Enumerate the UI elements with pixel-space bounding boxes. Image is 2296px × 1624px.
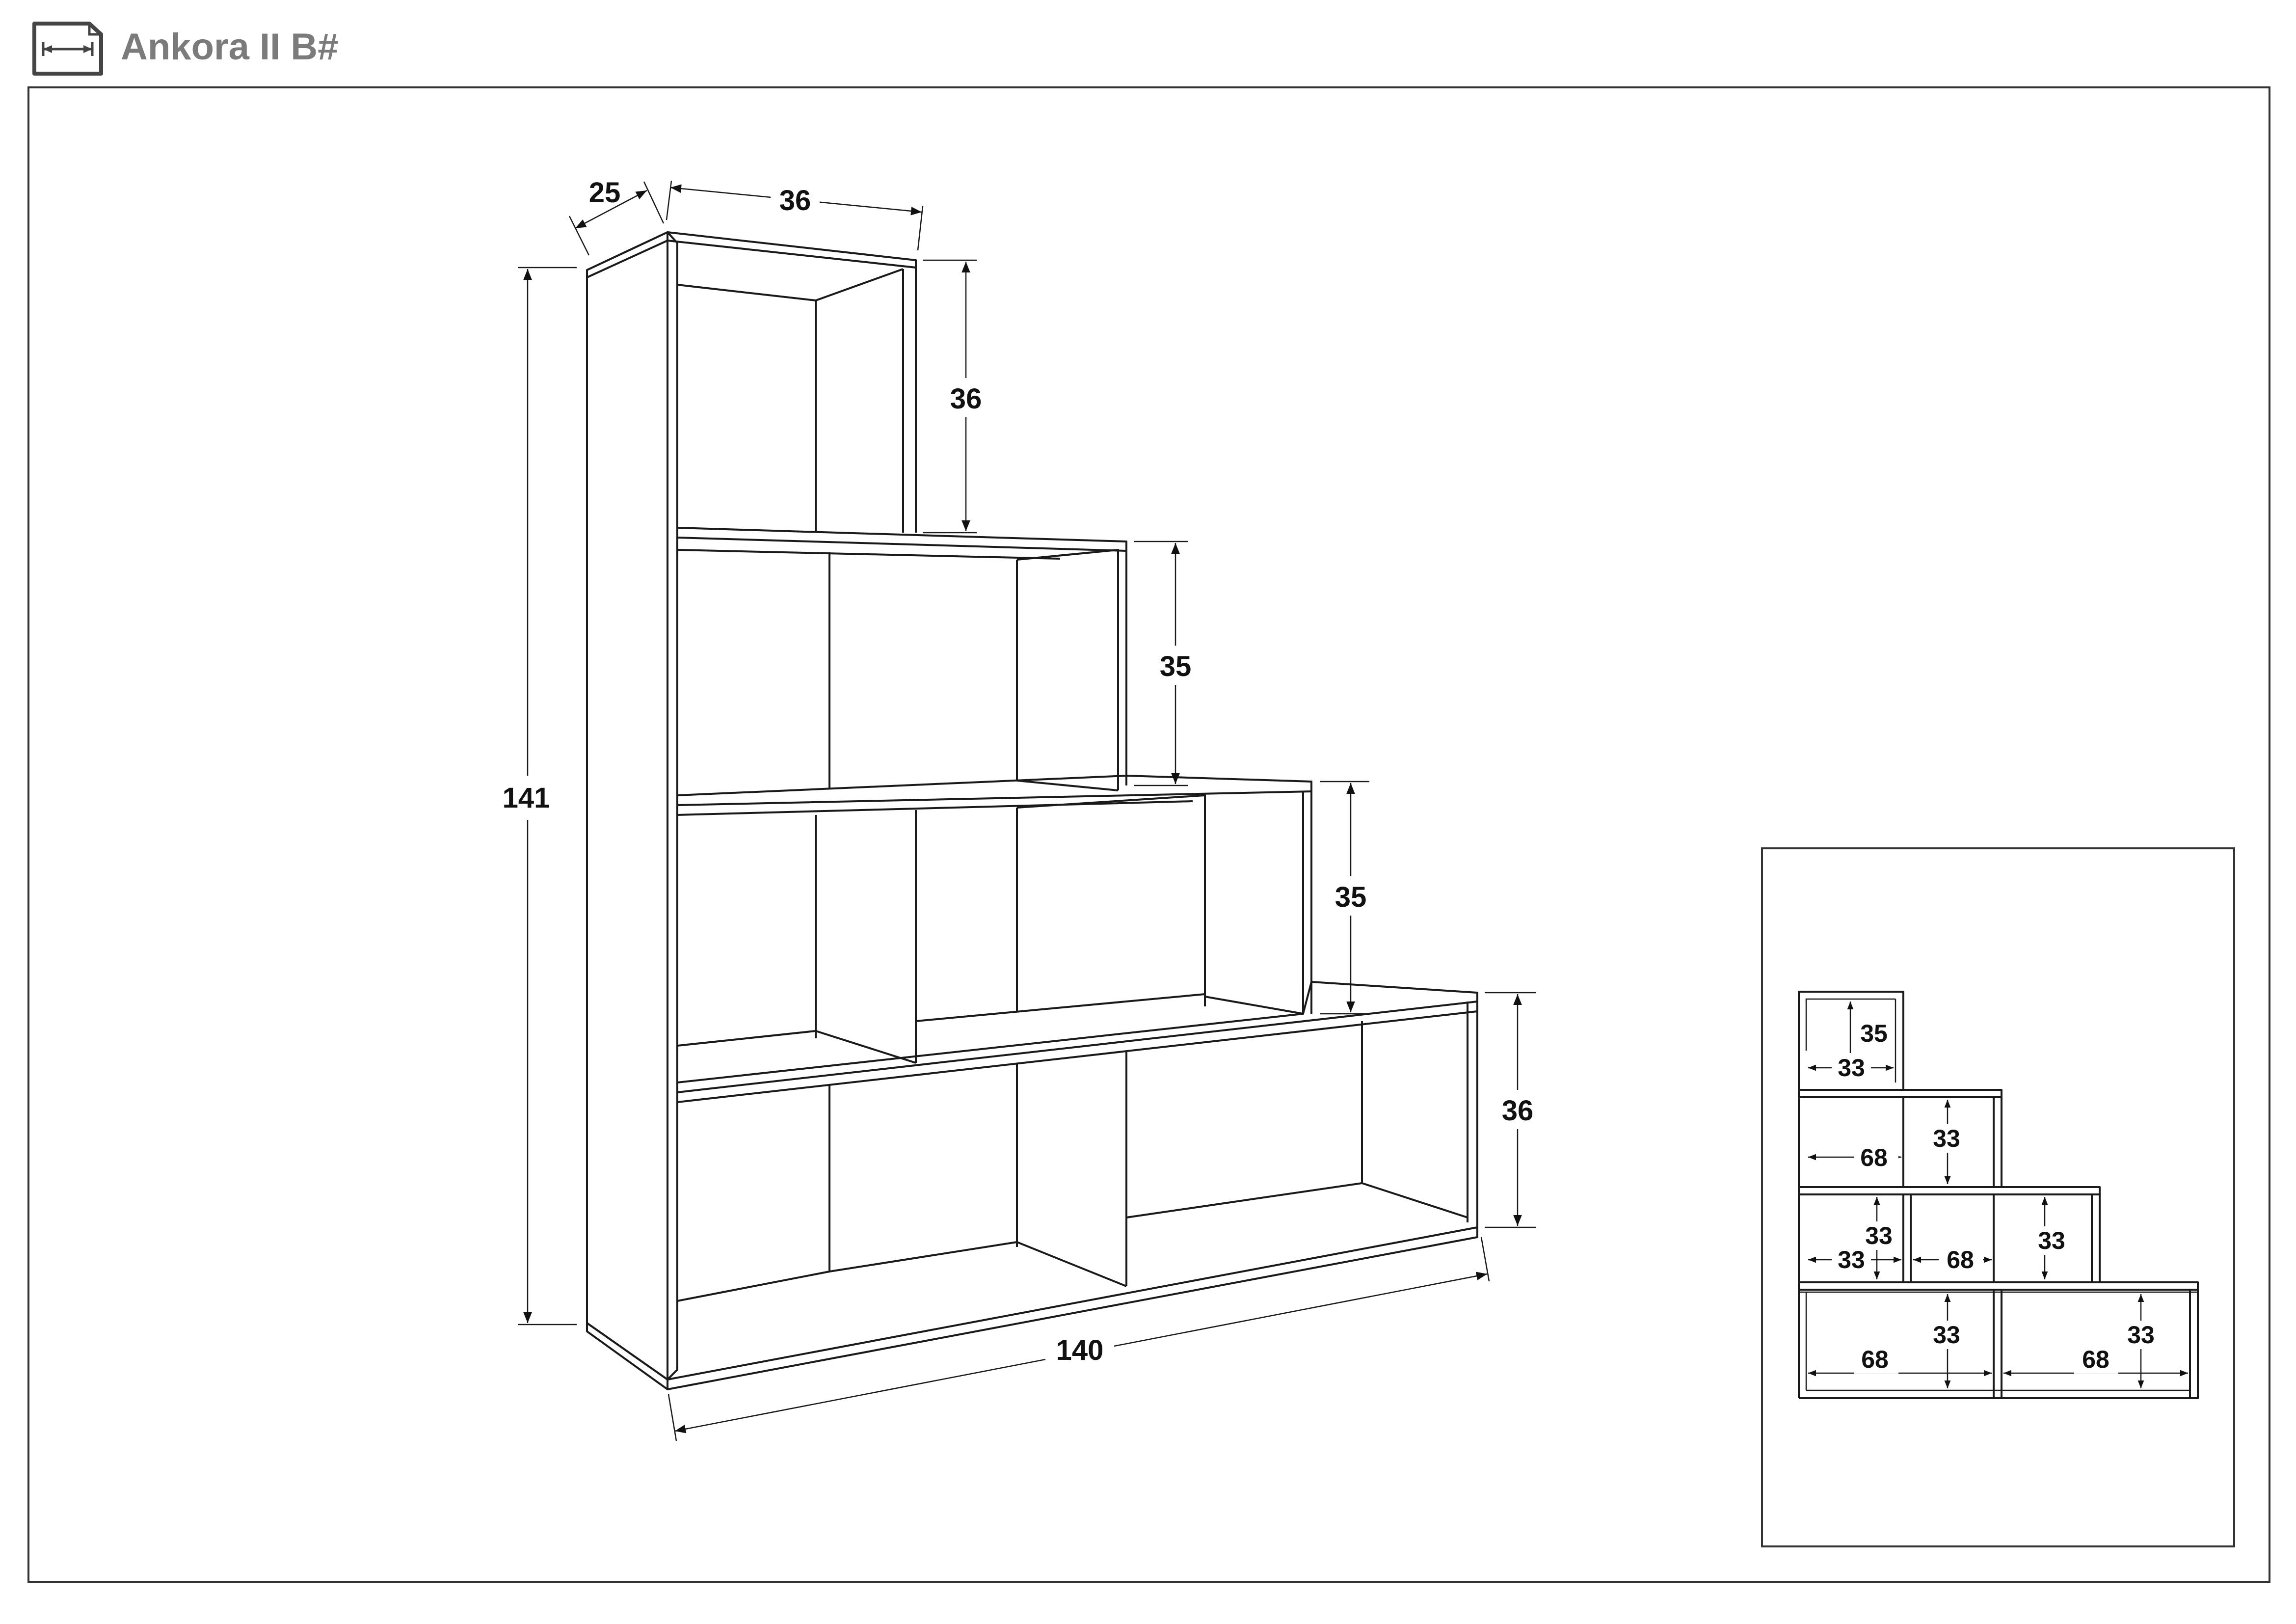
dim-depth: 25	[589, 177, 621, 209]
inset-front-view: 35 33 68 33 33 33 68 33 68 33 68 33	[1798, 991, 2199, 1399]
inset-tier1-height: 35	[1860, 1020, 1888, 1047]
inset-tier4-right-height: 33	[2127, 1321, 2155, 1349]
inset-tier2-height: 33	[1933, 1125, 1960, 1152]
dim-total-width: 140	[1056, 1334, 1104, 1366]
dim-tier4-height: 36	[1502, 1095, 1534, 1127]
inset-tier1-width: 33	[1838, 1054, 1865, 1082]
inset-frame	[1761, 847, 2235, 1547]
dim-top-width: 36	[779, 185, 811, 217]
dim-tier2-height: 35	[1160, 650, 1192, 682]
inset-tier3-right-height: 33	[2038, 1227, 2065, 1254]
dim-tier3-height: 35	[1335, 881, 1367, 913]
main-dimensions: 25 36 141 36 35 35 36	[496, 177, 1541, 1441]
dim-total-height: 141	[503, 782, 550, 814]
dim-tier1-height: 36	[950, 383, 982, 415]
main-bookshelf-drawing	[586, 231, 1478, 1390]
inset-tier3-mid-width: 68	[1947, 1246, 1974, 1273]
inset-tier2-width: 68	[1860, 1144, 1888, 1171]
sheet-border	[27, 86, 2270, 1583]
inset-tier4-left-width: 68	[1861, 1346, 1889, 1373]
inset-tier3-left-height: 33	[1865, 1222, 1893, 1249]
dimension-arrows-icon	[32, 22, 103, 76]
page-title: Ankora II B#	[121, 26, 339, 68]
inset-tier3-left-width: 33	[1838, 1246, 1865, 1273]
inset-tier4-left-height: 33	[1933, 1321, 1960, 1349]
inset-tier4-right-width: 68	[2082, 1346, 2109, 1373]
